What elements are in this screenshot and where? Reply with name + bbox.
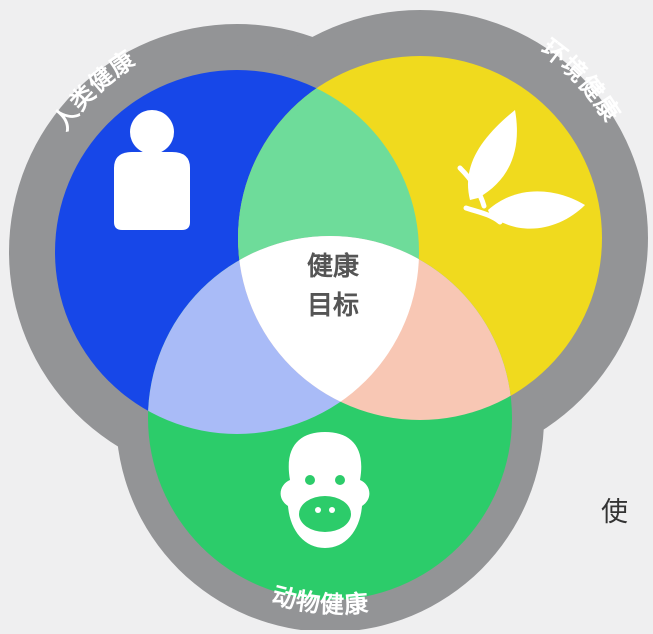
gorilla-icon (280, 432, 370, 548)
center-label-line1: 健康 (307, 251, 360, 282)
person-icon (114, 110, 190, 230)
leaf-icon (457, 110, 585, 229)
center-label-line2: 目标 (307, 291, 359, 321)
side-text-fragment: 使 (601, 497, 628, 528)
